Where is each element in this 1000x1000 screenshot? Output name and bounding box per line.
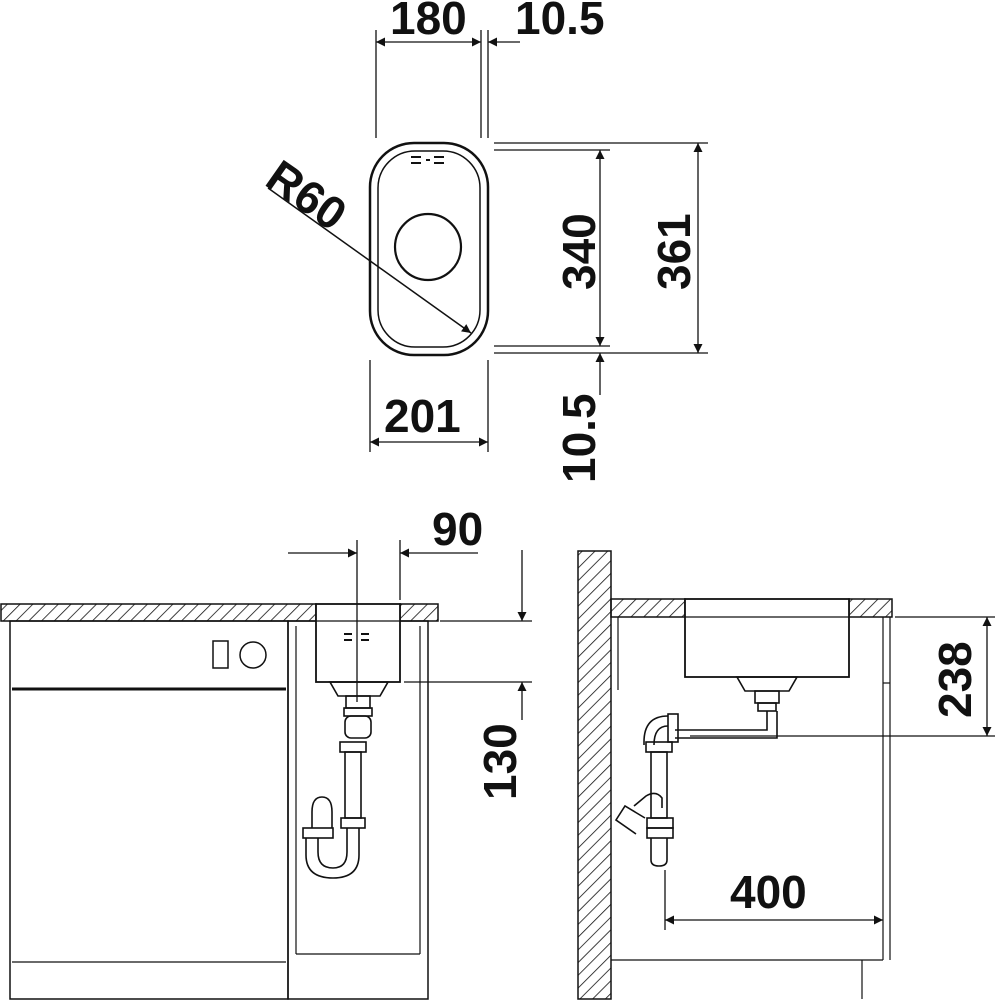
front-view: 90 130 [0, 503, 532, 1000]
countertop-right [399, 603, 439, 622]
appliance-display-icon [212, 640, 229, 669]
wall [577, 550, 612, 1000]
appliance-cabinet [9, 620, 289, 1000]
top-view: 180 10.5 R60 340 361 10.5 201 [257, 0, 708, 483]
drain-circle [393, 212, 463, 282]
dim-label-top-offset: 10.5 [515, 0, 605, 44]
sink-bowl-front [315, 603, 401, 683]
dim-label-201: 201 [384, 390, 461, 442]
countertop-left [0, 603, 317, 622]
dim-label-400: 400 [730, 866, 807, 918]
dim-label-180: 180 [390, 0, 467, 44]
sink-inner-outline [377, 150, 481, 348]
siphon-trap-front [302, 681, 390, 879]
countertop-side-right [848, 598, 893, 618]
dim-label-238: 238 [929, 641, 981, 718]
sink-bowl-side [684, 598, 850, 678]
dim-label-340: 340 [553, 213, 605, 290]
dim-label-radius: R60 [257, 150, 356, 241]
overflow-icon [411, 156, 444, 164]
dim-label-bottom-offset: 10.5 [553, 393, 605, 483]
side-view: 238 400 [577, 550, 995, 1000]
sink-outer-outline [368, 141, 490, 357]
radius-leader [267, 187, 472, 334]
countertop-side-left [610, 598, 686, 618]
siphon-trap-side [614, 676, 799, 867]
dim-label-361: 361 [648, 213, 700, 290]
overflow-icon-front [344, 633, 369, 641]
dim-label-90: 90 [432, 503, 483, 555]
appliance-knob-icon [239, 641, 267, 669]
dim-label-130: 130 [474, 723, 526, 800]
